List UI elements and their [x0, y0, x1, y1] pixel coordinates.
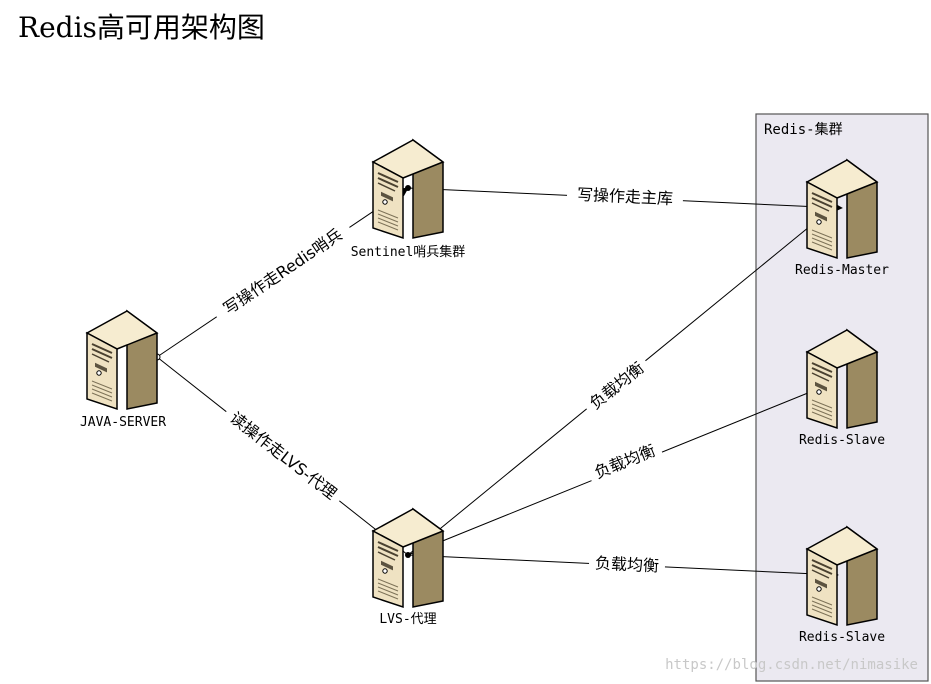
- diagram-title: Redis高可用架构图: [18, 11, 265, 44]
- node-label-sentinel: Sentinel哨兵集群: [351, 244, 466, 260]
- edge-label-lvs-to-master: 负载均衡: [586, 358, 648, 413]
- node-label-java-server: JAVA-SERVER: [80, 415, 166, 430]
- node-label-redis-master: Redis-Master: [795, 263, 889, 278]
- edge-label-sentinel-to-master: 写操作走主库: [577, 185, 674, 208]
- node-label-redis-slave-1: Redis-Slave: [799, 433, 885, 448]
- redis-cluster-box: [755, 113, 929, 682]
- connector-dot-lvs: [405, 552, 411, 558]
- server-icon-java: [86, 310, 158, 410]
- edge-label-java-to-sentinel: 写操作走Redis哨兵: [220, 225, 346, 319]
- node-label-redis-slave-2: Redis-Slave: [799, 630, 885, 645]
- edge-label-java-to-lvs: 读操作走LVS-代理: [226, 408, 340, 503]
- edge-label-lvs-to-slave-2: 负载均衡: [595, 554, 660, 576]
- connector-dot-sentinel: [405, 185, 411, 191]
- node-label-lvs: LVS-代理: [379, 612, 436, 627]
- edge-label-lvs-to-slave-1: 负载均衡: [592, 441, 658, 483]
- watermark: https://blog.csdn.net/nimasike: [665, 657, 918, 673]
- redis-cluster-label: Redis-集群: [764, 121, 843, 138]
